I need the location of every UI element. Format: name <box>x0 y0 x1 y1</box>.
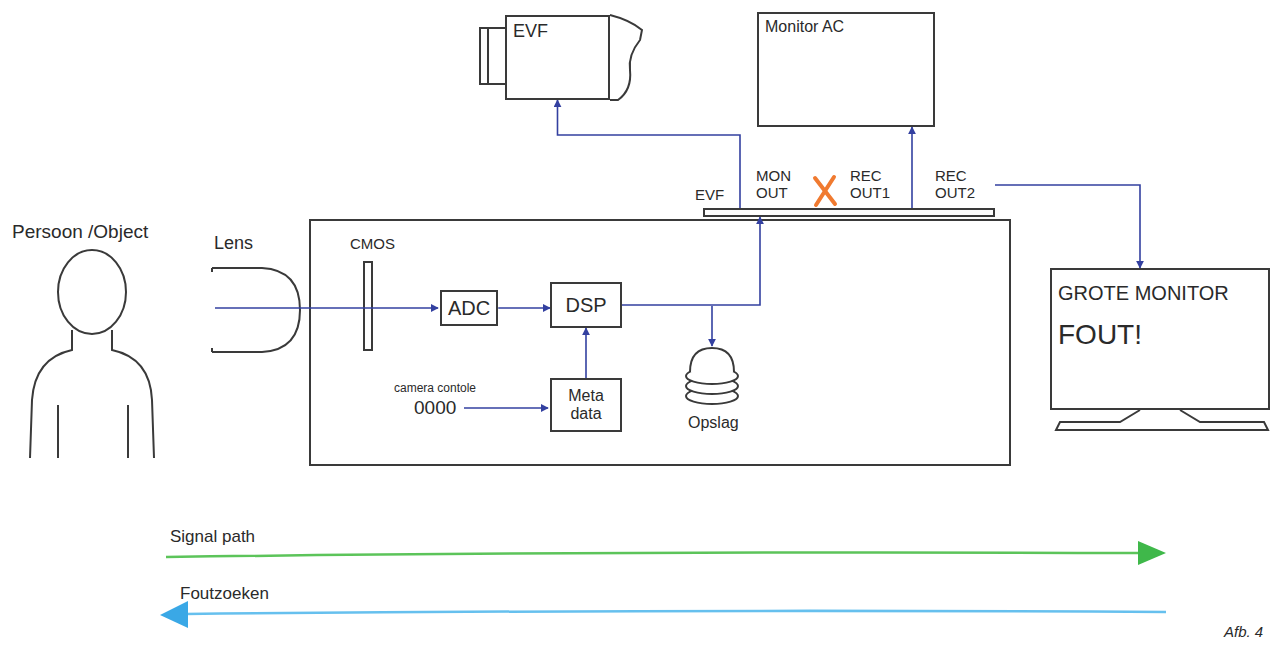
node-note: FOUT! <box>1058 319 1142 351</box>
fault-cross <box>815 177 835 205</box>
object-label: Persoon /Object <box>12 222 148 243</box>
troubleshoot-arrow <box>186 611 1166 614</box>
lens-shape <box>212 268 300 352</box>
node-title: DSP <box>565 294 606 317</box>
control-label: camera contole <box>394 382 476 395</box>
storage-arrow <box>711 306 713 346</box>
viewfinder-box: EVF <box>505 15 610 100</box>
camera-body <box>310 220 1010 465</box>
node-title: Monitor AC <box>765 18 844 36</box>
evf-hood <box>610 15 642 100</box>
connector-strip <box>703 208 995 217</box>
lens-label: Lens <box>214 234 253 254</box>
monitor-stand <box>1056 410 1268 430</box>
metadata-box: Meta data <box>550 378 622 432</box>
optical-path <box>215 307 438 309</box>
node-note: MON OUT <box>756 168 806 201</box>
evf-eyecup <box>480 28 505 84</box>
control-value: 0000 <box>414 398 456 419</box>
signal-path-arrow <box>166 553 1140 558</box>
signal-path-label: Signal path <box>170 528 255 547</box>
figure-number: Afb. 4 <box>1224 624 1263 641</box>
signal-connector <box>558 100 741 208</box>
node-title: GROTE MONITOR <box>1058 282 1229 305</box>
big-monitor-box: GROTE MONITOR FOUT! <box>1050 268 1270 410</box>
adc-box: ADC <box>440 290 498 326</box>
output-panel: EVF MON OUT REC OUT1 REC OUT2 <box>690 165 1000 217</box>
storage-disks <box>686 348 738 404</box>
sensor-label: CMOS <box>350 236 395 253</box>
signal-connector <box>585 328 587 378</box>
storage-label: Opslag <box>688 414 739 432</box>
node-title: EVF <box>695 187 735 204</box>
cmos-sensor <box>364 262 372 350</box>
signal-path-head <box>1138 541 1166 565</box>
node-note: REC OUT1 <box>850 168 900 201</box>
node-note: REC OUT2 <box>935 168 985 201</box>
signal-connector <box>911 127 913 208</box>
signal-connector <box>498 307 550 309</box>
monitor-box: Monitor AC <box>757 12 935 127</box>
node-title: EVF <box>513 21 548 42</box>
troubleshoot-label: Foutzoeken <box>180 585 269 604</box>
dsp-box: DSP <box>550 282 622 328</box>
node-title: ADC <box>448 297 490 320</box>
troubleshoot-head <box>160 601 188 628</box>
control-arrow <box>464 407 548 409</box>
person-figure <box>30 250 154 458</box>
node-title: Meta data <box>563 387 609 424</box>
signal-connector <box>995 185 1140 268</box>
signal-connector <box>622 217 760 305</box>
